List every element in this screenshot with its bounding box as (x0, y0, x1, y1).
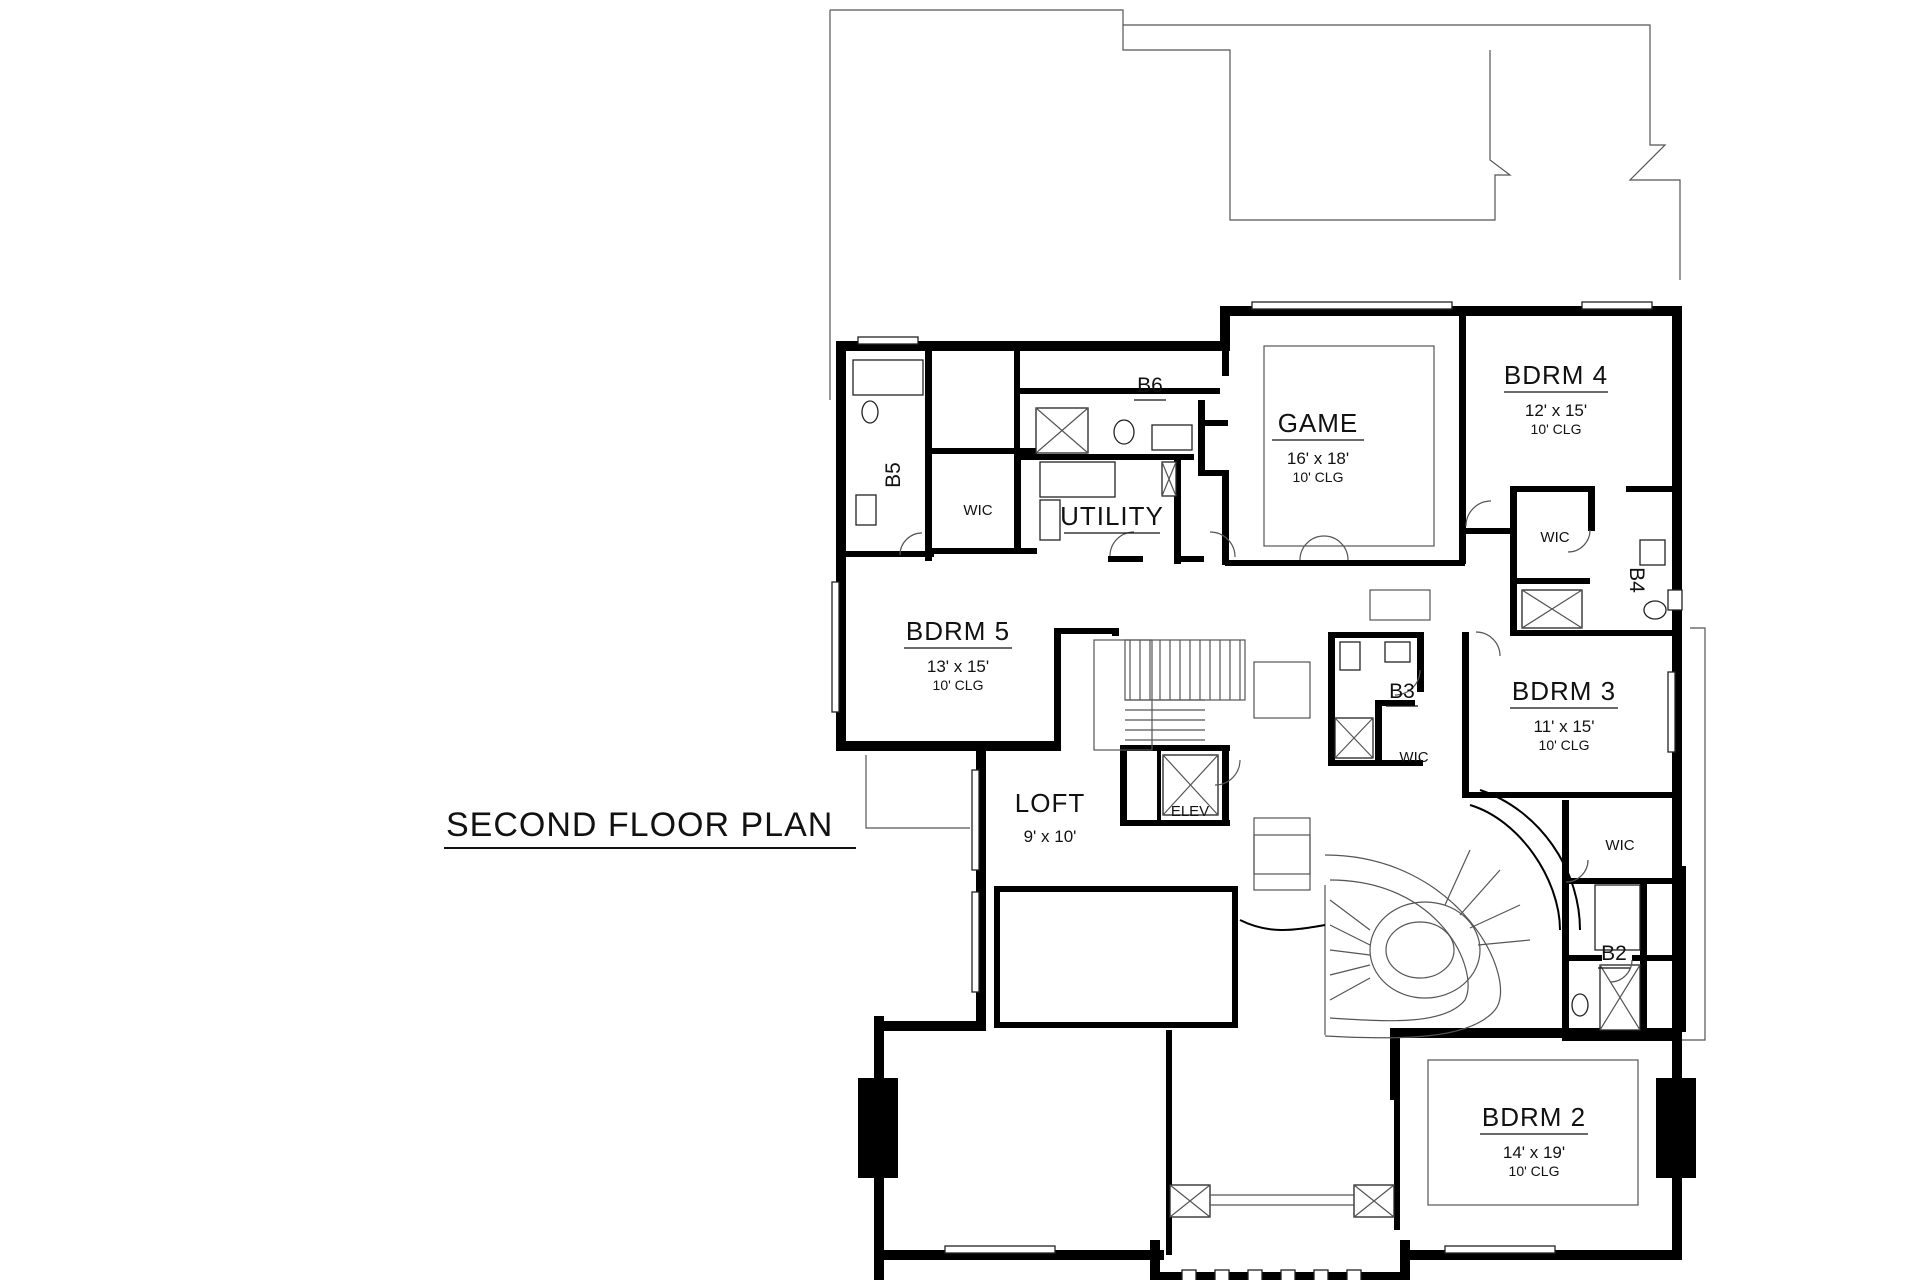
elev-name: ELEV (1171, 803, 1209, 820)
b5-name: B5 (882, 462, 905, 488)
bdrm2-dims: 14' x 19' (1503, 1143, 1565, 1162)
loft-name: LOFT (1015, 788, 1085, 818)
wic-label-2: WIC (1540, 529, 1569, 546)
b4-name: B4 (1625, 567, 1648, 593)
bdrm5-name: BDRM 5 (906, 616, 1010, 646)
bdrm2-name: BDRM 2 (1482, 1102, 1586, 1132)
utility-name: UTILITY (1060, 501, 1164, 531)
wic-label-4: WIC (1605, 837, 1634, 854)
doors (899, 500, 1633, 983)
plan-title-block: SECOND FLOOR PLAN (444, 806, 856, 849)
wic-label-3: WIC (1399, 749, 1428, 766)
bdrm4-ceiling: 10' CLG (1531, 421, 1582, 437)
bdrm5-ceiling: 10' CLG (933, 677, 984, 693)
room-labels: GAME 16' x 18' 10' CLG BDRM 4 12' x 15' … (882, 360, 1648, 1179)
roof-outline (829, 9, 1706, 1041)
bdrm4-dims: 12' x 15' (1525, 401, 1587, 420)
interior-walls (846, 316, 1682, 1255)
straight-stair (1093, 639, 1246, 751)
fixtures (852, 345, 1667, 1218)
game-name: GAME (1278, 408, 1359, 438)
b6-name: B6 (1137, 374, 1163, 397)
bdrm3-ceiling: 10' CLG (1539, 737, 1590, 753)
wic-label-1: WIC (963, 502, 992, 519)
windows (831, 301, 1683, 1280)
plan-title: SECOND FLOOR PLAN (446, 806, 833, 844)
bdrm2-ceiling: 10' CLG (1509, 1163, 1560, 1179)
bdrm5-dims: 13' x 15' (927, 657, 989, 676)
game-ceiling: 10' CLG (1293, 469, 1344, 485)
b2-name: B2 (1601, 942, 1627, 965)
loft-dims: 9' x 10' (1024, 827, 1077, 846)
curved-stair (1324, 789, 1581, 1039)
game-dims: 16' x 18' (1287, 449, 1349, 468)
bdrm4-name: BDRM 4 (1504, 360, 1608, 390)
bdrm3-dims: 11' x 15' (1534, 717, 1595, 736)
b3-name: B3 (1389, 680, 1415, 703)
bdrm3-name: BDRM 3 (1512, 676, 1616, 706)
